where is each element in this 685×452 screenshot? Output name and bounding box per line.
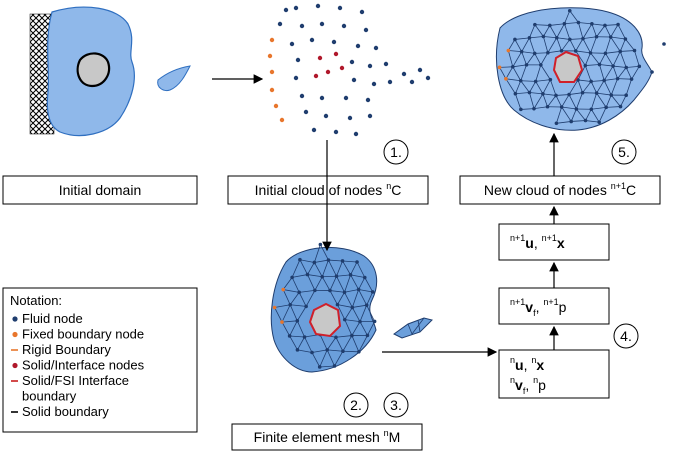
fem-mesh-solid <box>308 302 342 338</box>
state-n1-u-x: n+1u, n+1x <box>510 233 565 251</box>
step-5-marker: 5. <box>611 139 637 165</box>
state-box-n1-v-p <box>498 287 610 325</box>
state-box-n1-u-x <box>498 223 610 261</box>
legend-dot-icon <box>12 362 18 369</box>
fem-mesh-droplet <box>393 317 433 339</box>
solid-body <box>76 52 111 88</box>
legend-item-label: Rigid Boundary <box>22 342 111 357</box>
state-box-n <box>498 349 610 399</box>
initial-cloud-label: Initial cloud of nodes nC <box>255 181 402 198</box>
state-n1-v-p: n+1vf, n+1p <box>510 297 567 318</box>
state-n-u-x: nu, nx <box>510 355 544 373</box>
svg-text:2.: 2. <box>350 397 362 413</box>
legend-item-label: boundary <box>22 389 77 404</box>
initial-domain-label: Initial domain <box>59 182 142 198</box>
step-4-marker: 4. <box>613 323 639 349</box>
legend-item-label: Solid boundary <box>22 404 109 419</box>
new-cloud-solid <box>552 50 584 83</box>
initial-domain-illustration <box>29 6 191 137</box>
state-n-v-p: nvf, np <box>510 375 546 396</box>
svg-text:4.: 4. <box>620 328 632 344</box>
legend-item-label: Solid/Interface nodes <box>22 358 145 373</box>
initial-cloud-nodes <box>267 3 431 137</box>
legend-dot-icon <box>12 316 18 322</box>
new-cloud-box <box>459 175 661 205</box>
notation-title: Notation: <box>10 293 62 308</box>
svg-text:1.: 1. <box>390 144 402 160</box>
fem-mesh-box <box>231 423 423 451</box>
fem-mesh-label: Finite element mesh nM <box>254 428 401 445</box>
notation-box <box>2 287 198 433</box>
legend-item-label: Fixed boundary node <box>22 327 144 342</box>
step-3-marker: 3. <box>383 392 409 418</box>
initial-cloud-box <box>227 175 429 205</box>
initial-domain-box <box>2 175 198 205</box>
legend-item-label: Solid/FSI Interface <box>22 373 129 388</box>
new-cloud-label: New cloud of nodes n+1C <box>484 181 636 198</box>
fem-mesh-illustration <box>270 242 433 373</box>
new-cloud-mesh <box>495 7 666 131</box>
legend-dot-icon <box>12 331 18 338</box>
step-1-marker: 1. <box>383 139 409 165</box>
svg-text:3.: 3. <box>390 397 402 413</box>
svg-text:5.: 5. <box>618 144 630 160</box>
step-2-marker: 2. <box>343 392 369 418</box>
fluid-droplet <box>157 65 191 91</box>
legend-item-label: Fluid node <box>22 311 83 326</box>
